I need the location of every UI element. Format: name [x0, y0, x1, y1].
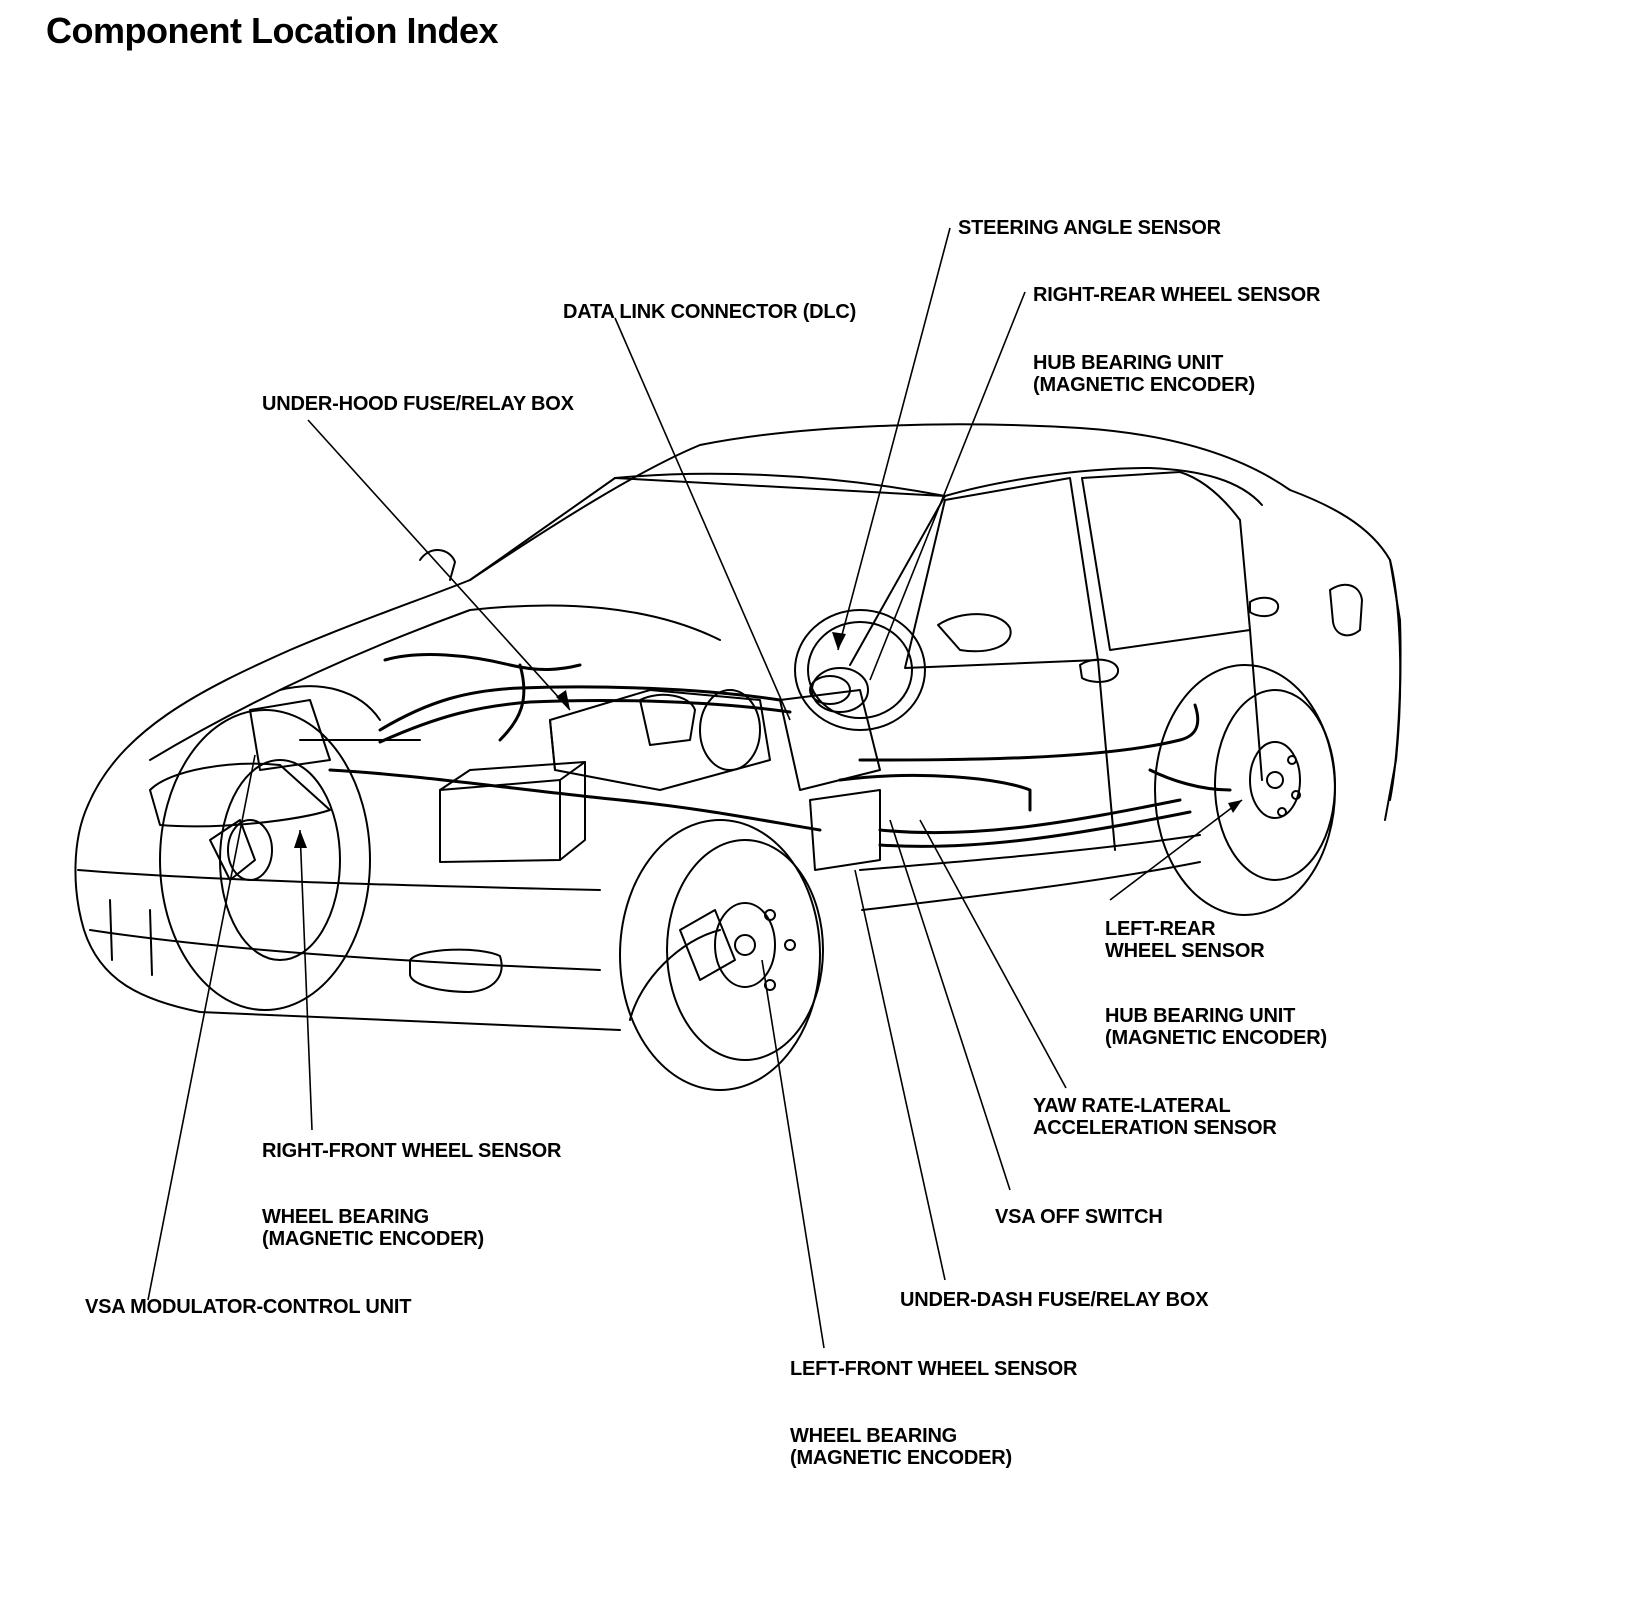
- label-left-rear-line1: LEFT-REAR: [1105, 918, 1216, 940]
- leader-left-front: [761, 959, 825, 1349]
- leader-under-hood: [307, 419, 571, 711]
- label-lr-hub-bearing-unit: HUB BEARING UNIT (MAGNETIC ENCODER): [1105, 1005, 1327, 1049]
- label-data-link-connector: DATA LINK CONNECTOR (DLC): [563, 301, 857, 323]
- label-yaw-rate-sensor: YAW RATE-LATERAL ACCELERATION SENSOR: [1033, 1095, 1277, 1139]
- label-right-front-wheel-sensor: RIGHT-FRONT WHEEL SENSOR: [262, 1140, 562, 1162]
- label-under-hood-fuse-box: UNDER-HOOD FUSE/RELAY BOX: [262, 393, 574, 415]
- label-left-rear-line2: WHEEL SENSOR: [1105, 940, 1265, 962]
- vsa-modulator-unit: [249, 685, 421, 771]
- leader-left-rear: [1109, 799, 1243, 901]
- label-lf-wheel-bearing-line1: WHEEL BEARING: [790, 1425, 958, 1447]
- leader-arrowheads: [294, 632, 1242, 848]
- leader-vsa-modulator: [147, 754, 256, 1301]
- right-front-wheel: [159, 709, 371, 1011]
- label-rf-wheel-bearing: WHEEL BEARING (MAGNETIC ENCODER): [262, 1206, 484, 1250]
- left-rear-wheel: [1154, 664, 1336, 916]
- label-vsa-off-switch: VSA OFF SWITCH: [995, 1206, 1163, 1228]
- battery: [439, 761, 586, 863]
- leader-under-dash: [854, 869, 946, 1281]
- label-rr-hub-bearing-line2: (MAGNETIC ENCODER): [1033, 374, 1255, 396]
- label-lf-wheel-bearing-line2: (MAGNETIC ENCODER): [790, 1447, 1012, 1469]
- label-vsa-modulator-control-unit: VSA MODULATOR-CONTROL UNIT: [85, 1296, 412, 1318]
- label-lr-hub-bearing-line2: (MAGNETIC ENCODER): [1105, 1027, 1327, 1049]
- leader-lines: [147, 227, 1243, 1349]
- label-lf-wheel-bearing: WHEEL BEARING (MAGNETIC ENCODER): [790, 1425, 1012, 1469]
- leader-steering-angle: [837, 227, 951, 651]
- engine-bay-components: [549, 675, 881, 871]
- label-lr-hub-bearing-line1: HUB BEARING UNIT: [1105, 1005, 1296, 1027]
- leader-yaw-rate: [919, 819, 1067, 1089]
- label-yaw-rate-line2: ACCELERATION SENSOR: [1033, 1117, 1277, 1139]
- label-right-rear-wheel-sensor: RIGHT-REAR WHEEL SENSOR: [1033, 284, 1321, 306]
- brake-lines: [328, 653, 1232, 848]
- leader-right-rear: [869, 291, 1026, 681]
- leader-vsa-off: [889, 819, 1011, 1191]
- label-left-rear-wheel-sensor: LEFT-REAR WHEEL SENSOR: [1105, 918, 1265, 962]
- label-yaw-rate-line1: YAW RATE-LATERAL: [1033, 1095, 1231, 1117]
- leader-right-front: [299, 829, 313, 1131]
- label-rf-wheel-bearing-line2: (MAGNETIC ENCODER): [262, 1228, 484, 1250]
- label-under-dash-fuse-box: UNDER-DASH FUSE/RELAY BOX: [900, 1289, 1209, 1311]
- label-steering-angle-sensor: STEERING ANGLE SENSOR: [958, 217, 1221, 239]
- label-rr-hub-bearing-unit: HUB BEARING UNIT (MAGNETIC ENCODER): [1033, 352, 1255, 396]
- steering-wheel: [794, 609, 926, 731]
- leader-dlc: [614, 317, 791, 721]
- page-title: Component Location Index: [46, 10, 499, 51]
- car-body-outline: [74, 423, 1402, 1031]
- left-front-wheel: [619, 819, 824, 1091]
- label-rf-wheel-bearing-line1: WHEEL BEARING: [262, 1206, 430, 1228]
- label-rr-hub-bearing-line1: HUB BEARING UNIT: [1033, 352, 1224, 374]
- label-left-front-wheel-sensor: LEFT-FRONT WHEEL SENSOR: [790, 1358, 1078, 1380]
